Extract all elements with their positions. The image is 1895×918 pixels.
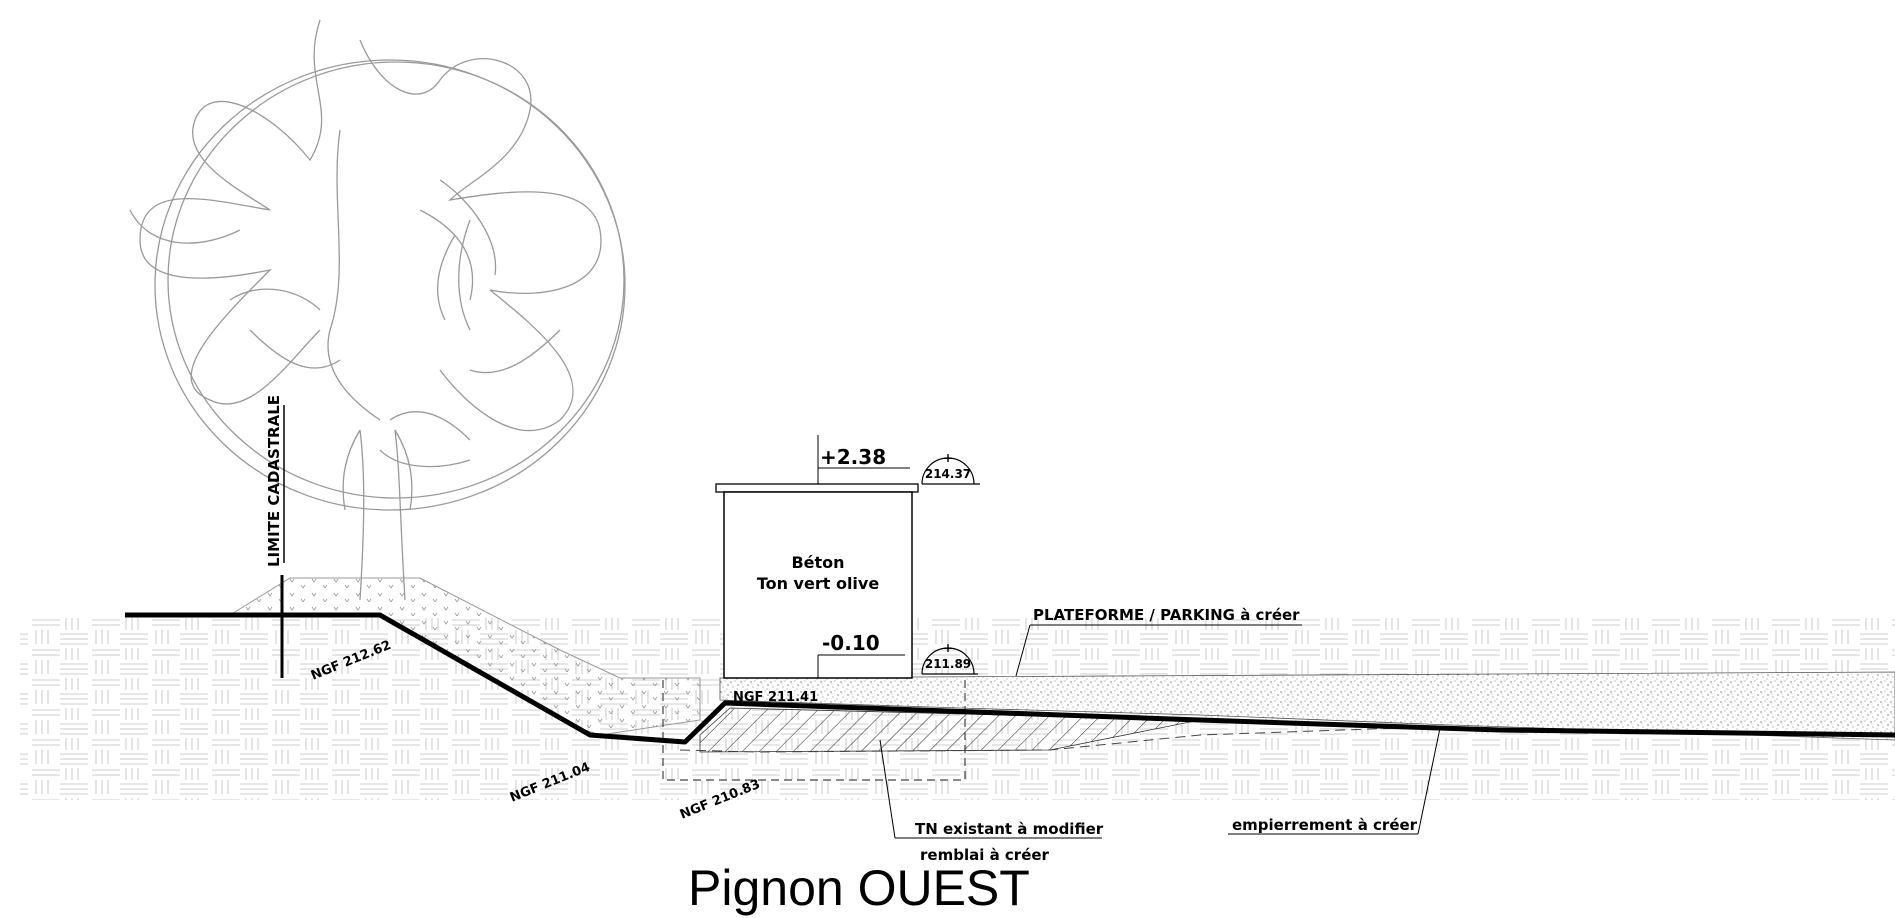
plateforme-callout: PLATEFORME / PARKING à créer [1015,606,1302,677]
level-marker-bottom-label: 211.89 [925,657,971,671]
remblai-hatch [699,707,1201,753]
level-marker-bottom: + 211.89 [921,641,978,675]
svg-text:+: + [943,641,953,655]
empierrement-callout: empierrement à créer [1228,727,1441,835]
drawing-title: Pignon OUEST [688,860,1030,916]
tn-label-line2: remblai à créer [920,846,1050,864]
concrete-building: Béton Ton vert olive [715,483,919,679]
height-bottom-label: -0.10 [822,631,880,655]
tree-sketch [129,19,626,601]
material-label-line2: Ton vert olive [757,574,880,593]
height-top-label: +2.38 [820,445,886,469]
tn-callout: TN existant à modifier remblai à créer [879,739,1104,864]
height-bottom-marker: -0.10 [817,631,905,678]
tn-label-line1: TN existant à modifier [915,820,1104,838]
parking-gravel [719,671,1895,741]
cadastral-limit-label: LIMITE CADASTRALE [265,395,283,567]
existing-terrain-dashed-line [662,680,966,781]
level-marker-top-label: 214.37 [925,467,971,481]
svg-text:+: + [943,451,953,465]
material-label-line1: Béton [791,553,844,572]
ngf-profile-line [125,612,1895,745]
level-marker-top: + 214.37 [921,451,980,485]
plateforme-label: PLATEFORME / PARKING à créer [1033,606,1300,624]
height-top-marker: +2.38 [817,435,910,484]
tn-dashed-line [679,727,1401,753]
empierrement-label: empierrement à créer [1232,816,1418,834]
ngf-label-4: NGF 211.41 [733,690,818,705]
